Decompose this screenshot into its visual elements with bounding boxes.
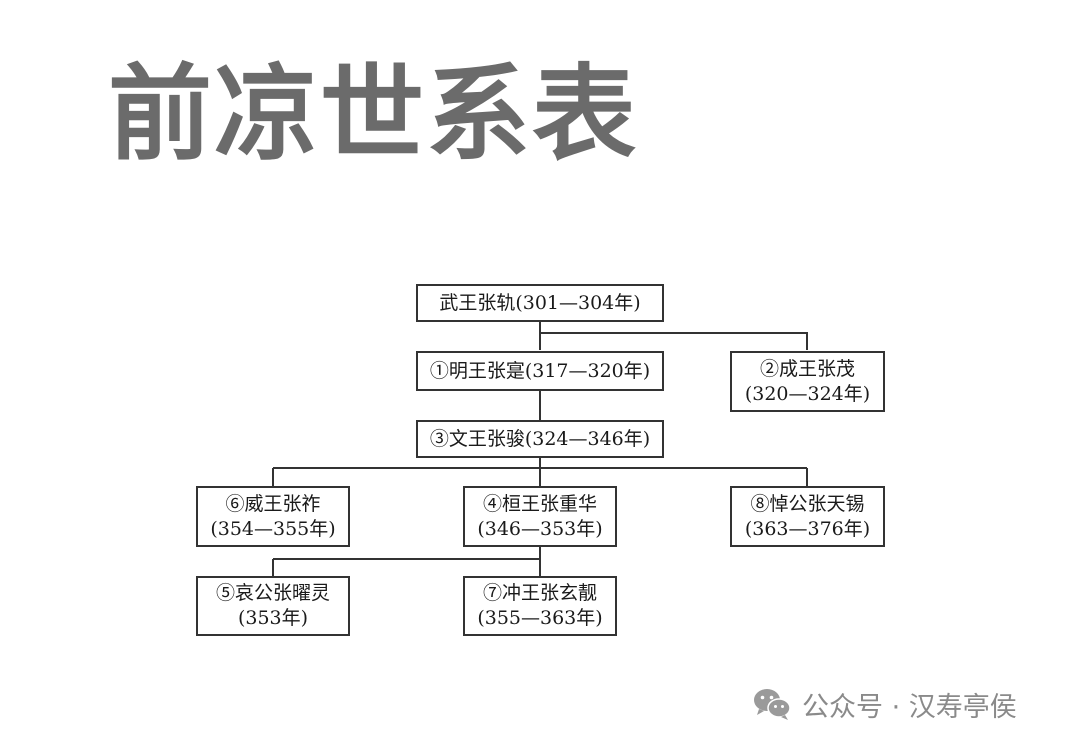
- edge-wenwang-children: [272, 458, 808, 486]
- node-wenwang: ③文王张骏(324—346年): [416, 420, 664, 458]
- node-wuwang-text: 武王张轨(301—304年): [439, 291, 641, 314]
- watermark-text: 公众号 · 汉寿亭侯: [802, 691, 1017, 723]
- node-wuwang: 武王张轨(301—304年): [416, 284, 664, 322]
- node-aigong-years: (353年): [237, 607, 309, 629]
- wechat-icon: [754, 689, 791, 720]
- node-daogong-name: ⑧悼公张天锡: [750, 492, 865, 515]
- node-wenwang-text: ③文王张骏(324—346年): [429, 427, 651, 450]
- node-huanwang: ④桓王张重华 (346—353年): [463, 486, 617, 547]
- node-daogong-years: (363—376年): [744, 517, 871, 540]
- node-chengwang-name: ②成王张茂: [759, 357, 855, 380]
- node-mingwang-text: ①明王张寔(317—320年): [429, 359, 651, 382]
- node-daogong: ⑧悼公张天锡 (363—376年): [730, 486, 885, 547]
- node-huanwang-name: ④桓王张重华: [482, 492, 597, 515]
- node-weiwang-name: ⑥威王张祚: [225, 492, 321, 515]
- node-weiwang-years: (354—355年): [210, 517, 336, 540]
- edge-wuwang-chengwang: [540, 332, 808, 350]
- node-chengwang-years: (320—324年): [744, 382, 871, 405]
- node-chongwang-name: ⑦冲王张玄靓: [482, 582, 597, 604]
- node-chongwang-years: (355—363年): [477, 607, 603, 629]
- watermark: 公众号 · 汉寿亭侯: [752, 684, 1017, 724]
- node-chengwang: ②成王张茂 (320—324年): [730, 351, 885, 412]
- node-aigong-name: ⑤哀公张曜灵: [215, 582, 330, 604]
- node-chongwang: ⑦冲王张玄靓 (355—363年): [463, 576, 617, 636]
- node-aigong: ⑤哀公张曜灵 (353年): [196, 576, 350, 636]
- edge-huanwang-children: [272, 547, 541, 576]
- node-huanwang-years: (346—353年): [477, 517, 603, 540]
- node-weiwang: ⑥威王张祚 (354—355年): [196, 486, 350, 547]
- page-title: 前凉世系表: [108, 53, 639, 175]
- node-mingwang: ①明王张寔(317—320年): [416, 351, 664, 391]
